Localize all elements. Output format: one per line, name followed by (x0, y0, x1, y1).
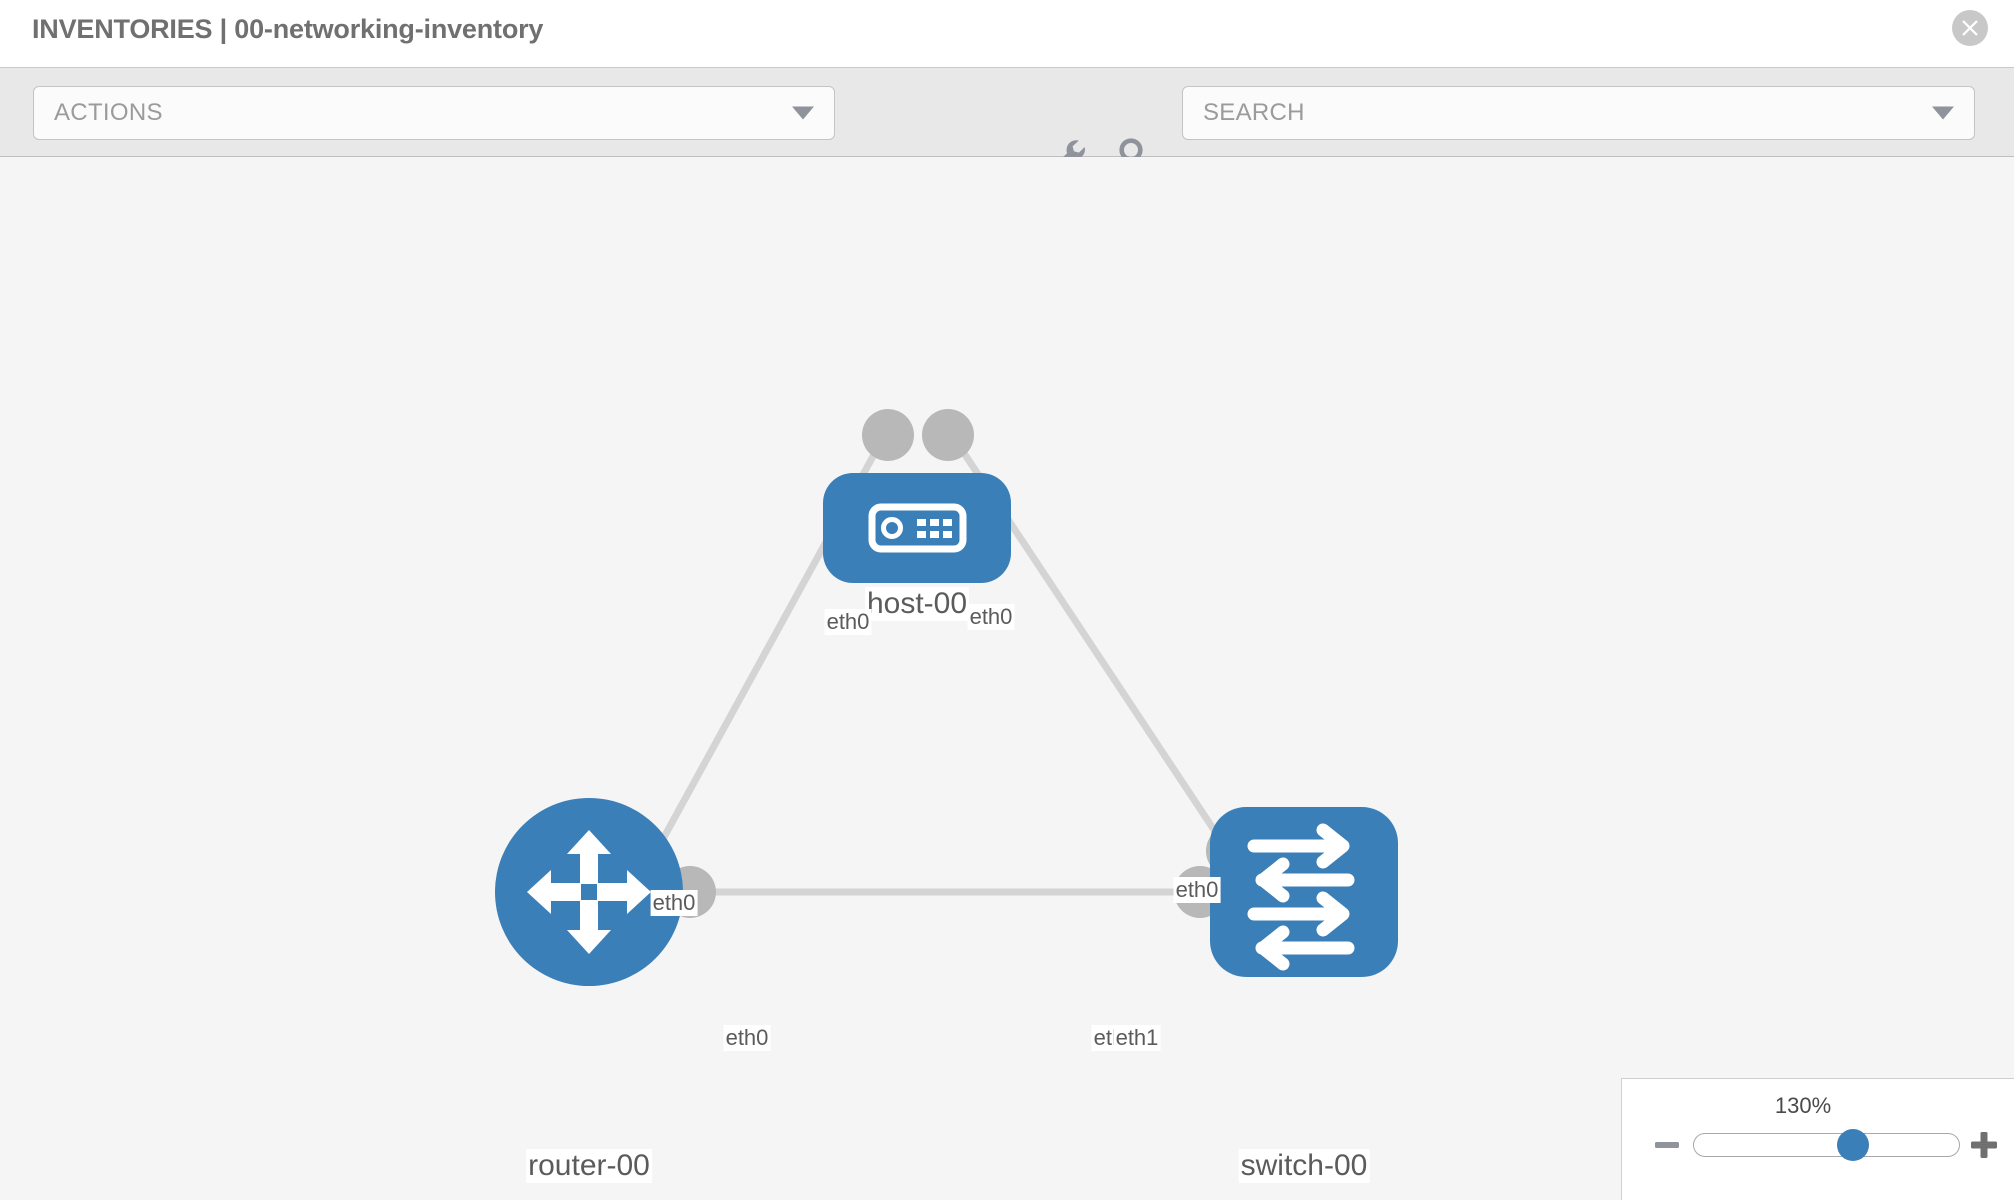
app-header: INVENTORIES | 00-networking-inventory (0, 0, 2014, 68)
server-appliance-icon (868, 503, 967, 553)
chevron-down-icon (1932, 106, 1954, 120)
search-input[interactable]: SEARCH (1182, 86, 1975, 140)
port-host00-eth0-left[interactable] (862, 409, 914, 461)
topology-canvas[interactable]: host-00 router-00 switch-00 eth0 eth0 et… (0, 157, 2014, 1200)
page-title: INVENTORIES | 00-networking-inventory (32, 14, 544, 44)
node-host-00[interactable] (823, 473, 1011, 583)
zoom-slider[interactable] (1693, 1129, 1960, 1161)
topology-toolbar: ACTIONS SEARCH (0, 68, 2014, 173)
actions-dropdown[interactable]: ACTIONS (33, 86, 835, 140)
link-label-router00-eth0-uplink: eth0 (650, 890, 698, 916)
node-router-00[interactable] (495, 798, 683, 986)
link-label-switch00-eth0-uplink: eth0 (1173, 877, 1221, 903)
router-arrows-icon (527, 830, 651, 954)
link-label-host00-eth0-right: eth0 (967, 604, 1015, 630)
node-label-router-00: router-00 (526, 1149, 652, 1183)
switch-arrows-icon (1247, 823, 1355, 971)
port-host00-eth0-right[interactable] (922, 409, 974, 461)
zoom-percent-label: 130% (1774, 1093, 1832, 1118)
node-label-switch-00: switch-00 (1238, 1149, 1370, 1183)
link-label-host00-eth0-left: eth0 (824, 609, 872, 635)
link-label-switch00-eth1: eth1 (1113, 1025, 1161, 1051)
plus-icon[interactable] (1969, 1130, 1999, 1160)
node-label-host-00: host-00 (864, 587, 970, 621)
minus-icon[interactable] (1654, 1132, 1680, 1158)
topology-graph (495, 409, 1398, 986)
link-label-router00-eth0: eth0 (723, 1025, 771, 1051)
zoom-slider-thumb[interactable] (1837, 1129, 1869, 1161)
close-icon[interactable] (1952, 10, 1988, 46)
node-switch-00[interactable] (1210, 807, 1398, 977)
chevron-down-icon (792, 106, 814, 120)
search-placeholder: SEARCH (1203, 99, 1305, 126)
actions-dropdown-label: ACTIONS (54, 99, 163, 126)
zoom-control-panel: 130% (1621, 1078, 2014, 1200)
